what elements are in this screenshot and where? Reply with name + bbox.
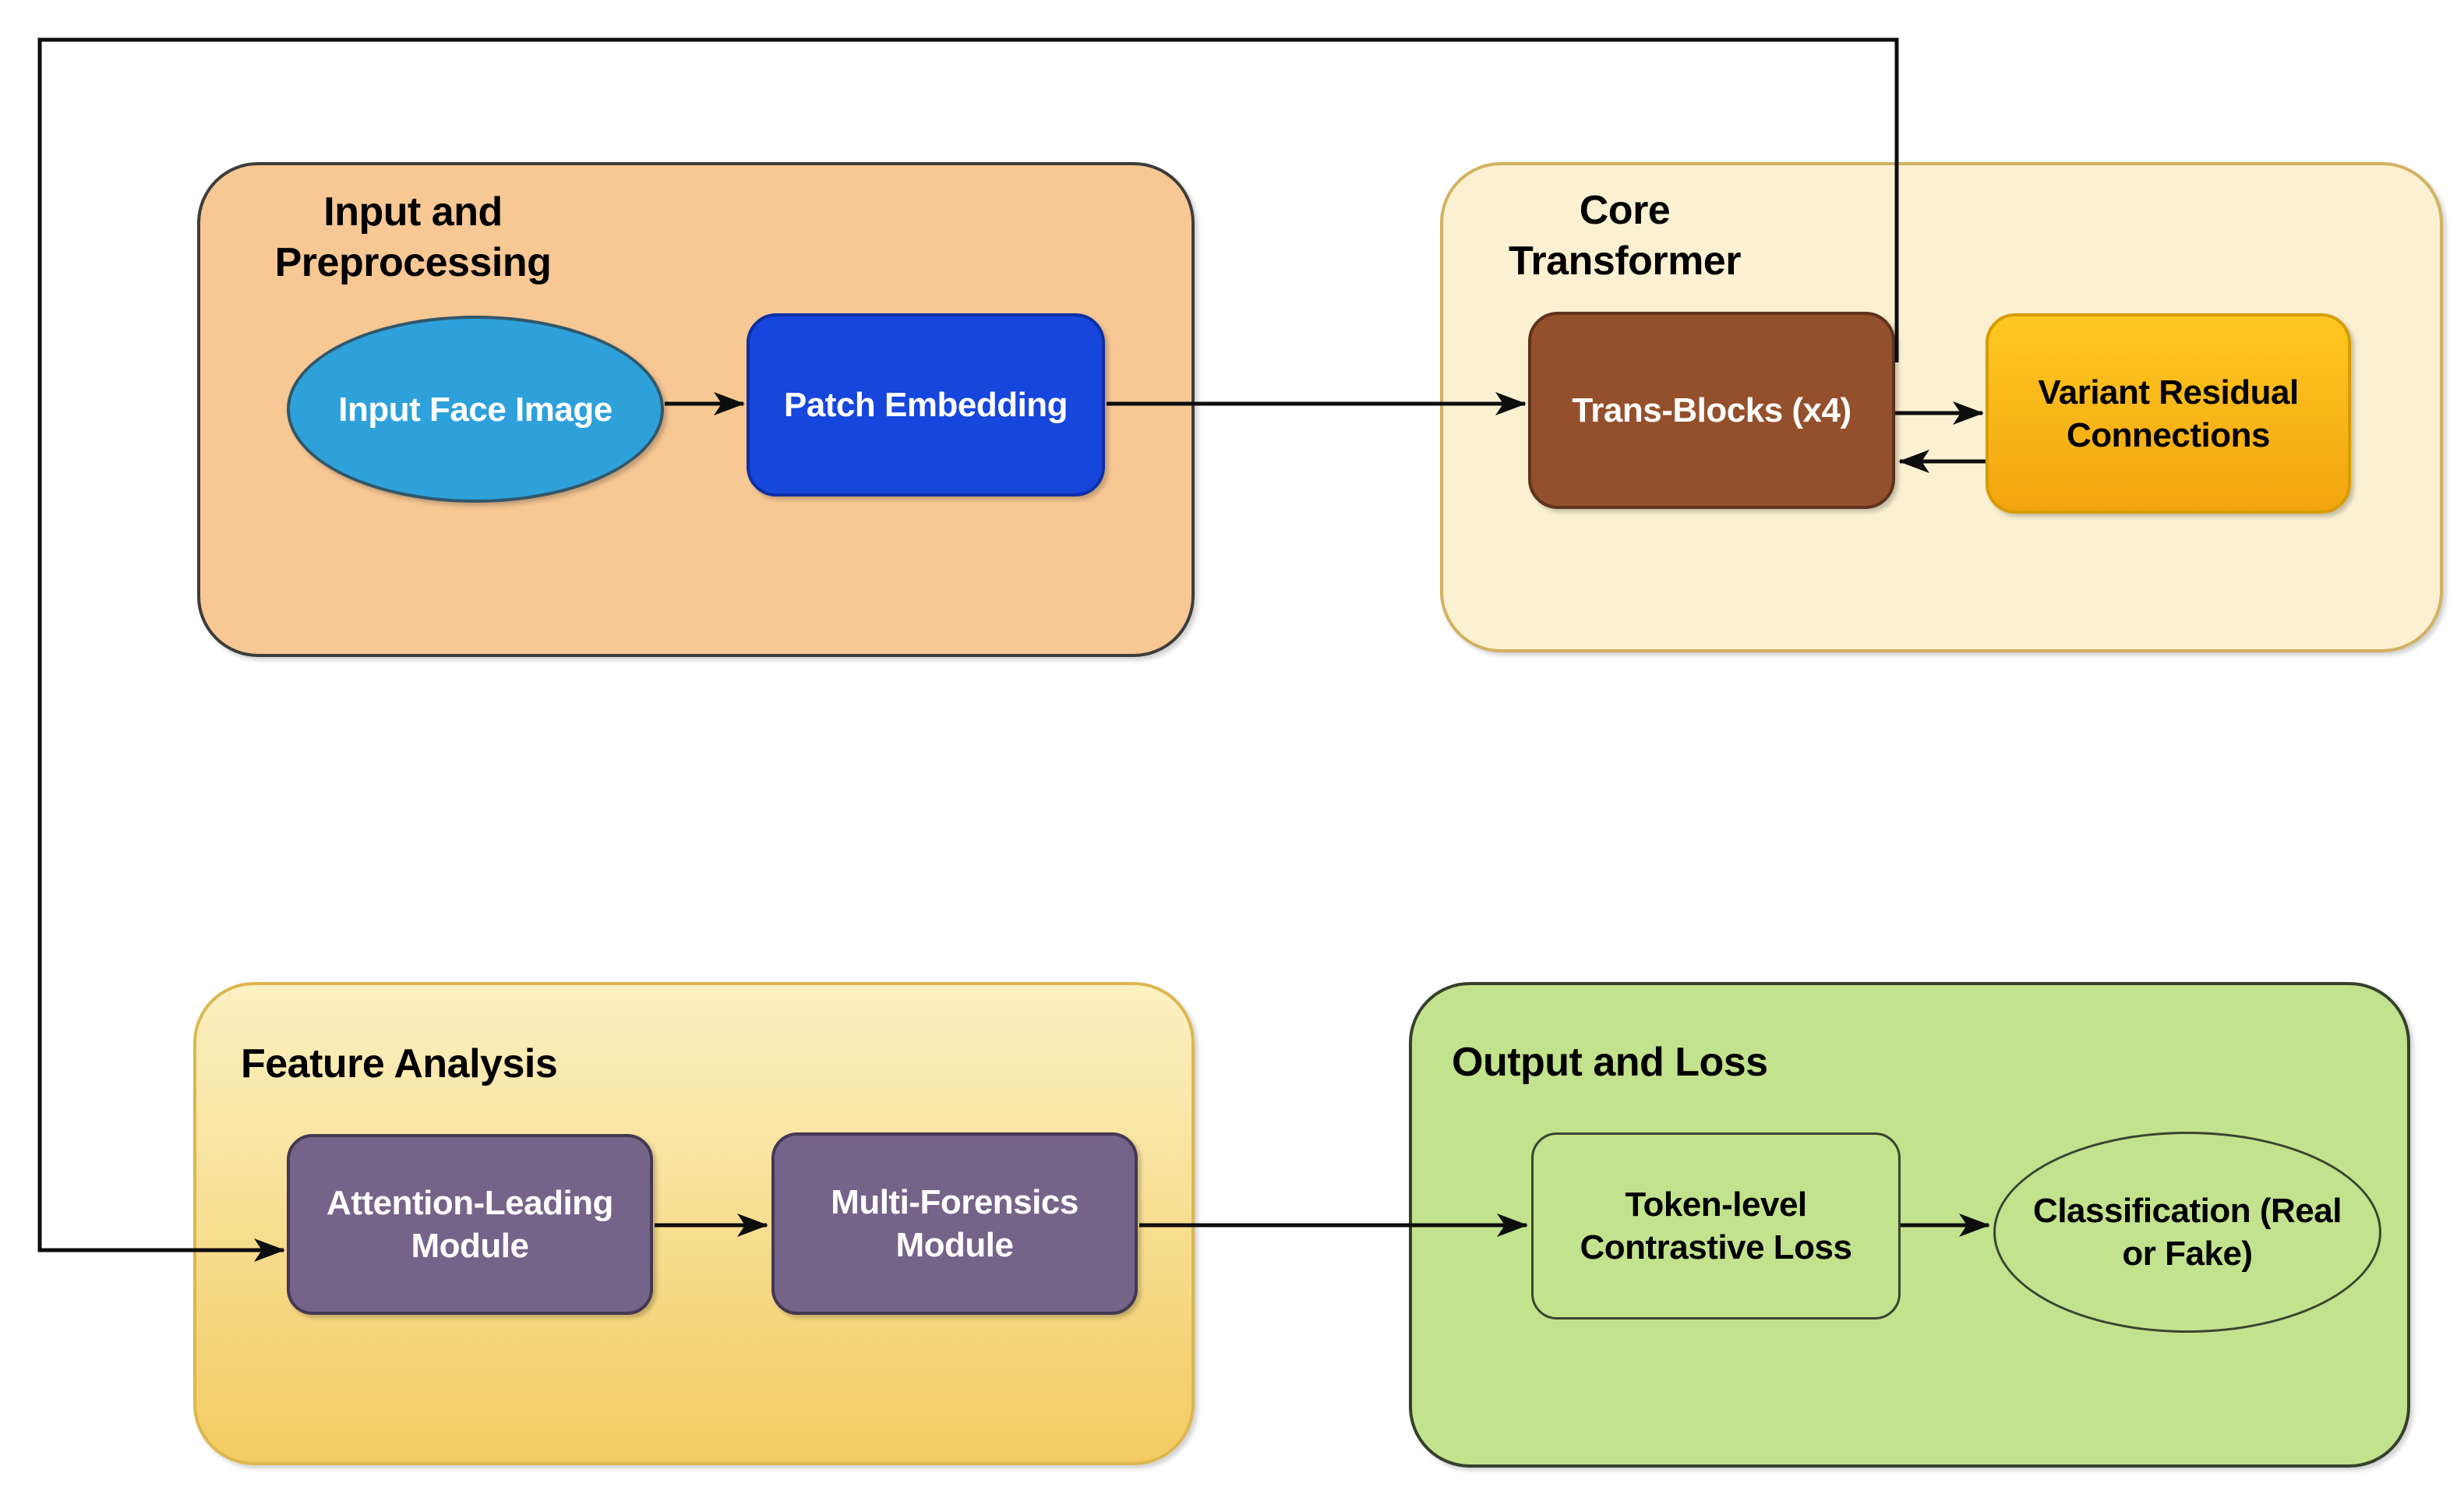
title-line: Input and xyxy=(323,189,503,235)
title-line: Preprocessing xyxy=(274,240,552,285)
node-label: Classification (Real xyxy=(2033,1192,2342,1230)
node-token-level-contrastive-loss: Token-level Contrastive Loss xyxy=(1531,1132,1901,1320)
node-label: Trans-Blocks (x4) xyxy=(1572,391,1852,429)
node-label: Attention-Leading xyxy=(327,1184,613,1222)
title-line: Core xyxy=(1579,188,1671,233)
node-label: or Fake) xyxy=(2122,1235,2253,1273)
node-label: Contrastive Loss xyxy=(1580,1228,1852,1267)
node-classification-real-or-fake: Classification (Real or Fake) xyxy=(1993,1132,2381,1333)
node-label: Patch Embedding xyxy=(783,386,1068,424)
node-label: Module xyxy=(895,1226,1014,1264)
group-title-output-loss: Output and Loss xyxy=(1452,1037,1768,1088)
node-attention-leading-module: Attention-Leading Module xyxy=(287,1134,653,1315)
title-line: Transformer xyxy=(1509,238,1741,284)
node-label: Module xyxy=(411,1227,529,1265)
group-title-feature-analysis: Feature Analysis xyxy=(241,1039,558,1090)
node-label: Multi-Forensics xyxy=(831,1183,1078,1221)
node-input-face-image: Input Face Image xyxy=(287,316,664,503)
group-title-input-preprocessing: Input and Preprocessing xyxy=(210,187,616,288)
node-label: Variant Residual xyxy=(2038,373,2299,412)
group-title-core-transformer: Core Transformer xyxy=(1469,185,1781,287)
node-trans-blocks: Trans-Blocks (x4) xyxy=(1528,312,1895,509)
title-line: Output and Loss xyxy=(1452,1040,1768,1085)
node-label: Connections xyxy=(2067,415,2270,454)
node-label: Token-level xyxy=(1625,1185,1807,1224)
title-line: Feature Analysis xyxy=(241,1041,558,1086)
node-label: Input Face Image xyxy=(338,390,612,429)
node-variant-residual: Variant Residual Connections xyxy=(1986,313,2351,514)
node-multi-forensics-module: Multi-Forensics Module xyxy=(771,1132,1138,1315)
node-patch-embedding: Patch Embedding xyxy=(747,313,1105,496)
